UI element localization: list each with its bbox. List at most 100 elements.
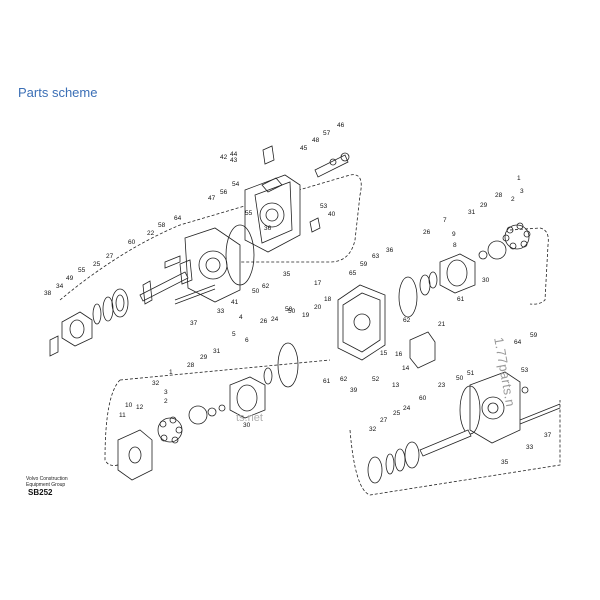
footer-line-1: Volvo Construction (26, 476, 68, 482)
callout-label: 44 (230, 151, 238, 158)
callout-label: 12 (136, 404, 144, 411)
callout-label: 14 (402, 365, 410, 372)
seal (419, 274, 431, 296)
footer: Volvo Construction Equipment Group (26, 476, 68, 488)
bolt-small (309, 217, 321, 233)
assembly-line (119, 359, 331, 381)
seal (102, 296, 114, 322)
small-bolt (164, 255, 181, 269)
callout-label: 4 (239, 314, 243, 321)
callout-label: 55 (245, 210, 253, 217)
callout-label: 65 (349, 270, 357, 277)
callout-label: 48 (312, 137, 320, 144)
page-title: Parts scheme (18, 85, 98, 100)
callout-label: 27 (380, 417, 388, 424)
callout-label: 6 (245, 337, 249, 344)
cover-ring (367, 456, 383, 484)
callout-label: 61 (457, 296, 465, 303)
o-ring (277, 342, 299, 388)
callout-label: 8 (453, 242, 457, 249)
callout-label: 32 (152, 380, 160, 387)
callout-label: 20 (314, 304, 322, 311)
flange-plate (184, 227, 241, 303)
assembly-line (59, 174, 362, 301)
callout-label: 24 (271, 316, 279, 323)
callout-label: 38 (44, 290, 52, 297)
callout-label: 25 (393, 410, 401, 417)
swash-plate (188, 405, 208, 425)
callout-label: 39 (350, 387, 358, 394)
callout-label: 1 (517, 175, 521, 182)
cylinder-block-right (439, 253, 476, 294)
bolt (49, 335, 59, 357)
center-valve-block (337, 284, 386, 361)
callout-label: 28 (187, 362, 195, 369)
cylinder-block-lower (229, 376, 266, 419)
pump-housing-upper (244, 174, 301, 253)
callout-label: 2 (164, 398, 168, 405)
callout-label: 30 (243, 422, 251, 429)
spring-assembly (314, 154, 349, 178)
callout-label: 46 (337, 122, 345, 129)
callout-label: 15 (380, 350, 388, 357)
callout-label: 29 (480, 202, 488, 209)
bearing (115, 294, 125, 312)
o-ring (398, 276, 418, 318)
callout-label: 60 (128, 239, 136, 246)
callout-label: 37 (544, 432, 552, 439)
callout-label: 41 (231, 299, 239, 306)
seal (263, 367, 273, 385)
callout-label: 30 (482, 277, 490, 284)
plug (329, 158, 337, 166)
seal (478, 250, 488, 260)
callout-label: 62 (403, 317, 411, 324)
seal (394, 448, 406, 472)
drive-shaft-lower (419, 429, 472, 457)
callout-label: 54 (232, 181, 240, 188)
callout-label: 50 (285, 306, 293, 313)
pump-housing-lower (469, 371, 521, 444)
callout-label: 51 (467, 370, 475, 377)
solenoid-valve (409, 331, 436, 369)
callout-label: 63 (372, 253, 380, 260)
assembly-line (509, 227, 549, 305)
callout-label: 55 (78, 267, 86, 274)
callout-label: 37 (190, 320, 198, 327)
callout-label: 13 (392, 382, 400, 389)
callout-label: 21 (438, 321, 446, 328)
seal (218, 404, 226, 412)
callout-label: 27 (106, 253, 114, 260)
seal (207, 407, 217, 417)
callout-label: 53 (521, 367, 529, 374)
callout-label: 34 (56, 283, 64, 290)
diagram-code: SB252 (28, 488, 53, 497)
callout-label: 35 (501, 459, 509, 466)
callout-label: 24 (403, 405, 411, 412)
callout-label: 60 (419, 395, 427, 402)
callout-label: 3 (520, 188, 524, 195)
callout-label: 11 (119, 412, 126, 419)
callout-label: 56 (220, 189, 228, 196)
callout-label: 50 (288, 308, 296, 315)
callout-label: 26 (423, 229, 431, 236)
assembly-line (104, 379, 126, 466)
callout-label: 3 (164, 389, 168, 396)
callout-label: 2 (511, 196, 515, 203)
callout-label: 36 (386, 247, 394, 254)
plug (521, 386, 529, 394)
watermark-secondary: ts.net (236, 412, 263, 424)
callout-label: 17 (314, 280, 322, 287)
callout-label: 53 (320, 203, 328, 210)
lower-piston-set (157, 416, 183, 444)
ring (385, 453, 395, 475)
callout-label: 25 (93, 261, 101, 268)
callout-label: 18 (324, 296, 332, 303)
callout-label: 64 (514, 339, 522, 346)
long-bolt (174, 284, 216, 305)
callout-label: 57 (323, 130, 331, 137)
callout-label: 43 (230, 157, 238, 164)
piston-set-right (502, 222, 531, 250)
callout-label: 22 (147, 230, 155, 237)
callout-label: 33 (526, 444, 534, 451)
